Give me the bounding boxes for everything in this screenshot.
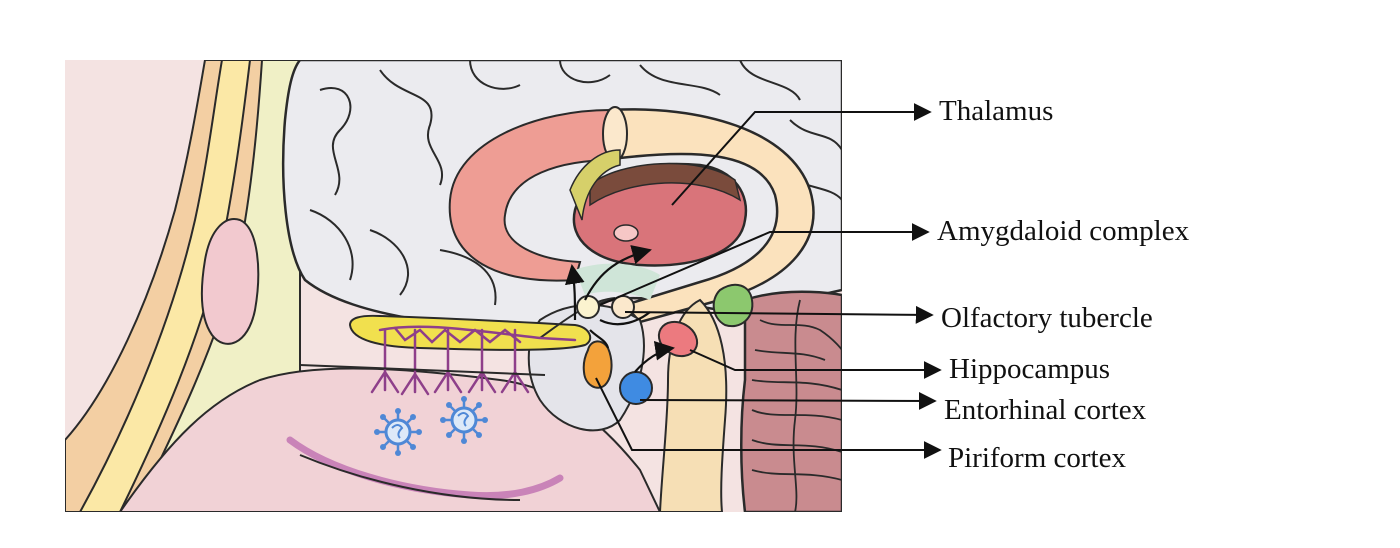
anatomy-panel <box>65 60 842 512</box>
olfactory-tubercle-leader <box>624 305 934 324</box>
thalamus-nucleus <box>613 224 639 242</box>
label-piriform-cortex: Piriform cortex <box>948 442 1126 474</box>
frontal-sinus <box>200 218 260 345</box>
leader-lines <box>595 103 942 459</box>
cribriform-plate <box>299 364 546 376</box>
label-thalamus: Thalamus <box>939 95 1054 127</box>
olfactory-tubercle-shape <box>576 295 600 319</box>
label-entorhinal-cortex: Entorhinal cortex <box>944 394 1147 426</box>
cerebral-cortex <box>281 60 842 329</box>
pathway-arrows <box>564 245 675 373</box>
virus-particle-icon-2 <box>438 394 490 446</box>
label-amygdaloid-complex: Amygdaloid complex <box>937 215 1190 247</box>
hippocampus-leader <box>689 349 942 379</box>
cerebellum-folia <box>751 299 842 512</box>
cingulate-gyrus <box>448 108 617 282</box>
label-hippocampus: Hippocampus <box>949 353 1111 385</box>
amygdala-shape <box>712 283 754 328</box>
label-olfactory-tubercle: Olfactory tubercle <box>941 302 1153 334</box>
caudate-yellow <box>569 149 621 221</box>
piriform-leader <box>595 377 942 459</box>
bone-layer <box>78 60 252 512</box>
piriform-cortex-shape <box>582 340 613 389</box>
olfactory-nerve-fibers <box>370 325 577 396</box>
thalamus-leader <box>671 103 932 206</box>
nasal-turbinate <box>286 436 564 500</box>
thalamus-top <box>589 162 742 207</box>
entorhinal-leader <box>639 391 937 410</box>
virus-particle-icon <box>372 406 424 458</box>
cortex-gyri <box>309 60 842 306</box>
cerebellum <box>740 290 842 512</box>
amygdala-leader <box>599 223 930 306</box>
light-green-region <box>575 263 660 300</box>
nasal-line <box>299 454 521 501</box>
